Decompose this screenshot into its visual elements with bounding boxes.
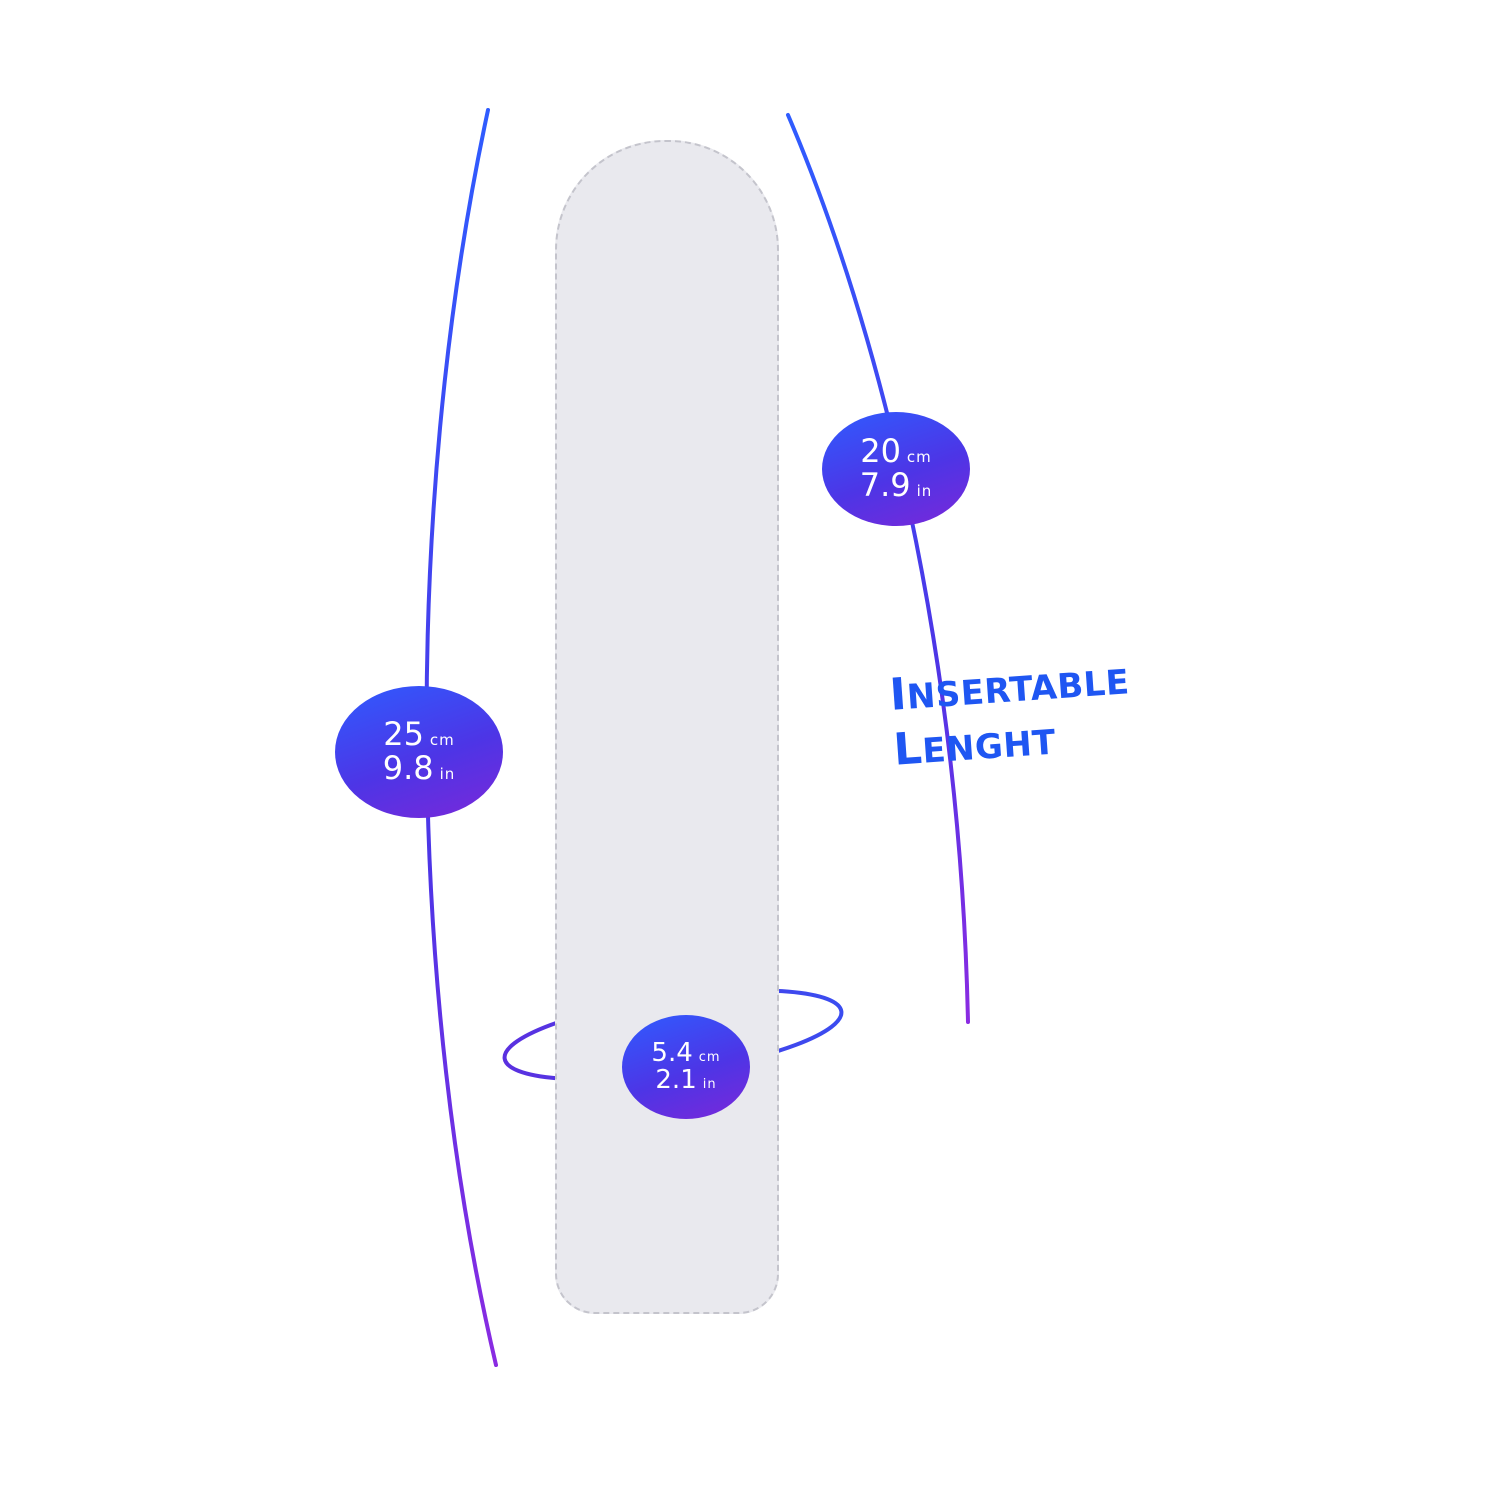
- insertable-length-in: 7.9: [859, 466, 911, 504]
- total-length-badge: 25 cm 9.8 in: [335, 686, 503, 818]
- total-length-cm-unit: cm: [429, 731, 455, 750]
- insertable-length-badge: 20 cm 7.9 in: [822, 412, 970, 526]
- diameter-badge: 5.4 cm 2.1 in: [622, 1015, 750, 1119]
- diameter-in-unit: in: [702, 1077, 717, 1092]
- total-length-in: 9.8: [382, 749, 434, 787]
- total-length-cm: 25: [383, 715, 424, 754]
- product-placeholder: [555, 140, 779, 1314]
- diameter-in: 2.1: [655, 1065, 697, 1095]
- insertable-length-cm-unit: cm: [906, 448, 932, 467]
- insertable-length-line: [786, 113, 970, 1024]
- total-length-in-unit: in: [439, 765, 456, 783]
- diameter-cm: 5.4: [651, 1037, 693, 1068]
- insertable-length-cm: 20: [860, 432, 901, 471]
- insertable-length-label: Insertable Lenght: [888, 651, 1135, 777]
- insertable-length-in-unit: in: [916, 482, 933, 500]
- diameter-cm-unit: cm: [698, 1049, 721, 1065]
